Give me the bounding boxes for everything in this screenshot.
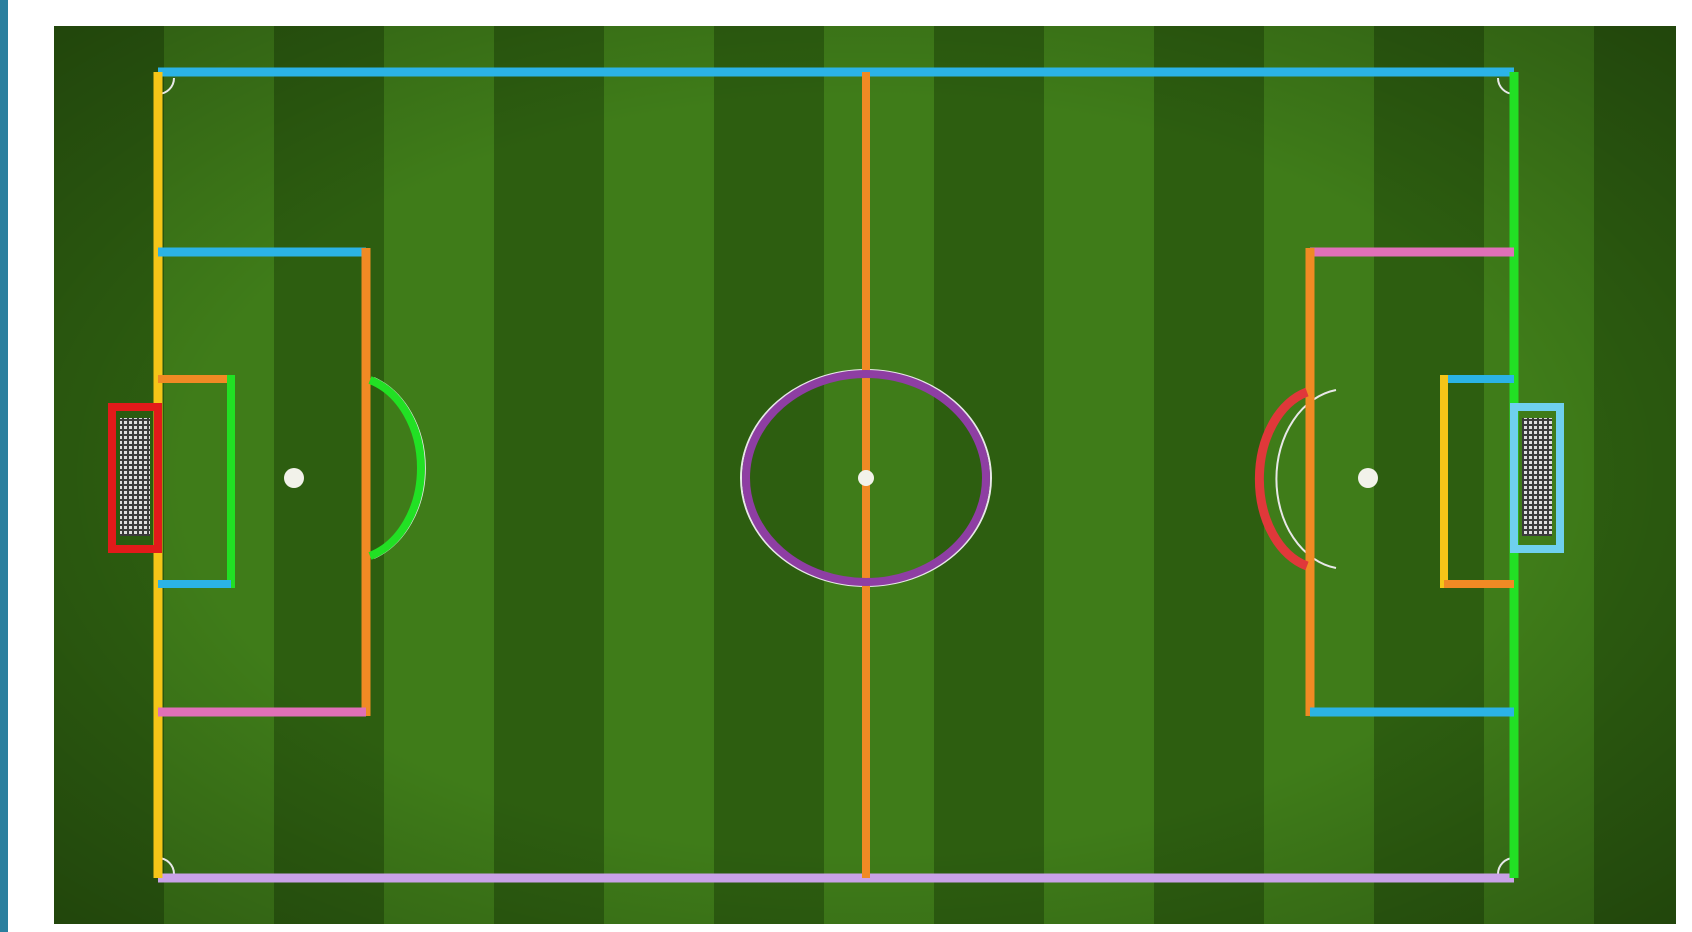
center-spot	[858, 470, 874, 486]
field-svg	[54, 26, 1676, 924]
right-penalty-spot	[1358, 468, 1378, 488]
soccer-field-diagram	[54, 26, 1676, 924]
right-goal-net-icon	[1522, 418, 1552, 536]
left-penalty-spot	[284, 468, 304, 488]
left-goal-net-icon	[120, 418, 150, 536]
left-edge-bar	[0, 0, 8, 932]
